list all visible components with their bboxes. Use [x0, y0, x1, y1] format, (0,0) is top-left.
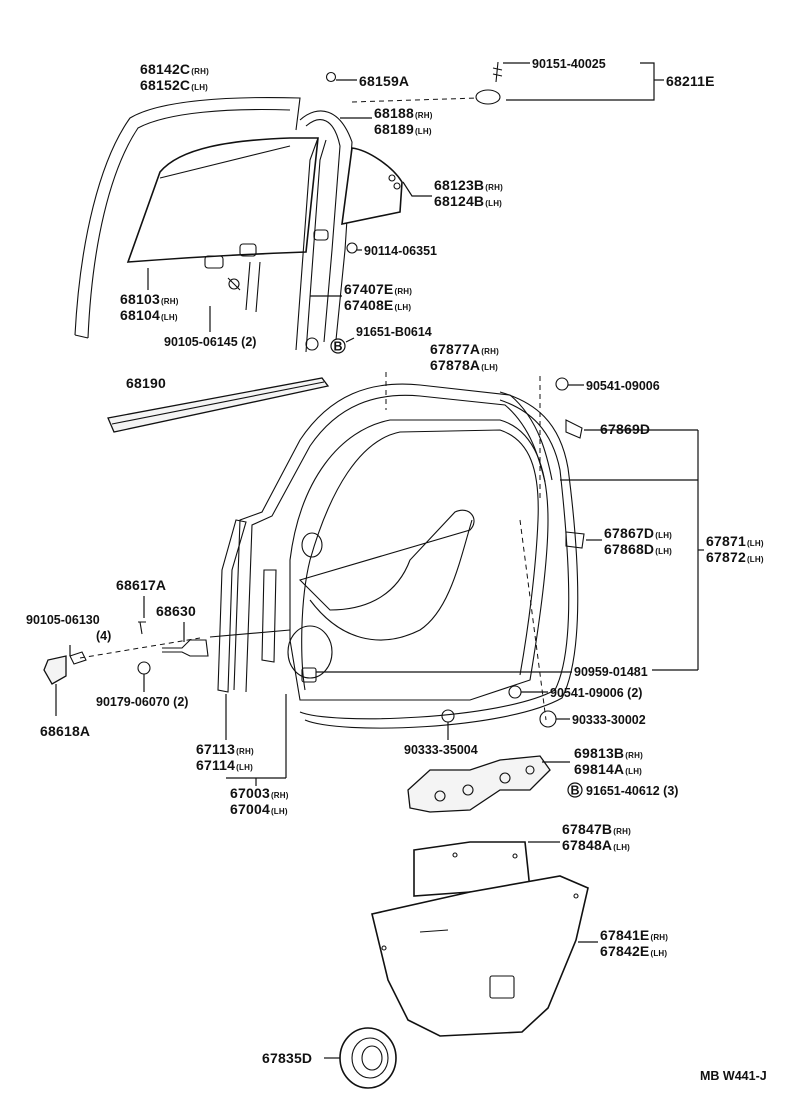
label-68104: 68104(LH) — [120, 307, 178, 323]
label-90541-09006-qty2: 90541-09006 (2) — [550, 686, 642, 700]
door-frame-weatherstrip — [74, 96, 301, 339]
label-68103: 68103(RH) — [120, 291, 179, 307]
label-90959-01481: 90959-01481 — [574, 665, 648, 679]
label-68152C: 68152C(LH) — [140, 77, 208, 93]
belt-moulding — [107, 377, 330, 433]
label-67407E: 67407E(RH) — [344, 281, 412, 297]
label-90541-09006: 90541-09006 — [586, 379, 660, 393]
label-67841E: 67841E(RH) — [600, 927, 668, 943]
label-90179-06070: 90179-06070 (2) — [96, 695, 188, 709]
label-67872: 67872(LH) — [706, 549, 764, 565]
window-regulator — [407, 755, 551, 813]
label-68188: 68188(RH) — [374, 105, 433, 121]
label-90333-35004: 90333-35004 — [404, 743, 478, 757]
label-67408E: 67408E(LH) — [344, 297, 411, 313]
label-67842E: 67842E(LH) — [600, 943, 667, 959]
label-68189: 68189(LH) — [374, 121, 432, 137]
quarter-window-glass — [341, 147, 403, 226]
label-67835D: 67835D — [262, 1050, 312, 1066]
door-hinge-assembly — [43, 621, 209, 685]
callout-b-glass: B — [330, 338, 346, 354]
label-69814A: 69814A(LH) — [574, 761, 642, 777]
glass-run-channels — [245, 110, 353, 353]
label-68190: 68190 — [126, 375, 166, 391]
label-69813B: 69813B(RH) — [574, 745, 643, 761]
label-90333-30002: 90333-30002 — [572, 713, 646, 727]
door-panel-shell — [209, 383, 579, 729]
service-hole-cover-upper — [413, 841, 531, 897]
label-68159A: 68159A — [359, 73, 409, 89]
speaker-seal — [339, 1027, 397, 1089]
label-68617A: 68617A — [116, 577, 166, 593]
label-90105-06130: 90105-06130 — [26, 613, 100, 627]
label-67878A: 67878A(LH) — [430, 357, 498, 373]
label-67871: 67871(LH) — [706, 533, 764, 549]
part-number-labels: 68142C(RH) 68152C(LH) 68159A 90151-40025… — [26, 57, 767, 1083]
label-91651-40612: 91651-40612 (3) — [586, 784, 678, 798]
label-68123B: 68123B(RH) — [434, 177, 503, 193]
door-trim-board — [371, 875, 589, 1037]
label-67004: 67004(LH) — [230, 801, 288, 817]
label-68142C: 68142C(RH) — [140, 61, 209, 77]
label-90151-40025: 90151-40025 — [532, 57, 606, 71]
label-67113: 67113(RH) — [196, 741, 254, 757]
label-67847B: 67847B(RH) — [562, 821, 631, 837]
label-90105-06145: 90105-06145 (2) — [164, 335, 256, 349]
label-91651-B0614: 91651-B0614 — [356, 325, 432, 339]
label-68211E: 68211E — [666, 73, 715, 89]
label-67114: 67114(LH) — [196, 757, 253, 773]
label-67869D: 67869D — [600, 421, 650, 437]
callout-b-regulator-letter: B — [570, 784, 579, 798]
label-67877A: 67877A(RH) — [430, 341, 499, 357]
label-90114-06351: 90114-06351 — [364, 244, 437, 258]
label-68630: 68630 — [156, 603, 196, 619]
label-67868D: 67868D(LH) — [604, 541, 672, 557]
label-67848A: 67848A(LH) — [562, 837, 630, 853]
door-glass — [126, 137, 319, 263]
callout-b-glass-letter: B — [333, 340, 342, 354]
label-67003: 67003(RH) — [230, 785, 289, 801]
label-90105-06130-qty: (4) — [96, 629, 111, 643]
glass-fasteners — [204, 61, 503, 351]
label-68618A: 68618A — [40, 723, 90, 739]
leader-lines — [55, 62, 704, 1059]
diagram-code: MB W441-J — [700, 1069, 767, 1083]
callout-b-regulator: B — [567, 782, 583, 798]
label-68124B: 68124B(LH) — [434, 193, 502, 209]
label-67867D: 67867D(LH) — [604, 525, 672, 541]
